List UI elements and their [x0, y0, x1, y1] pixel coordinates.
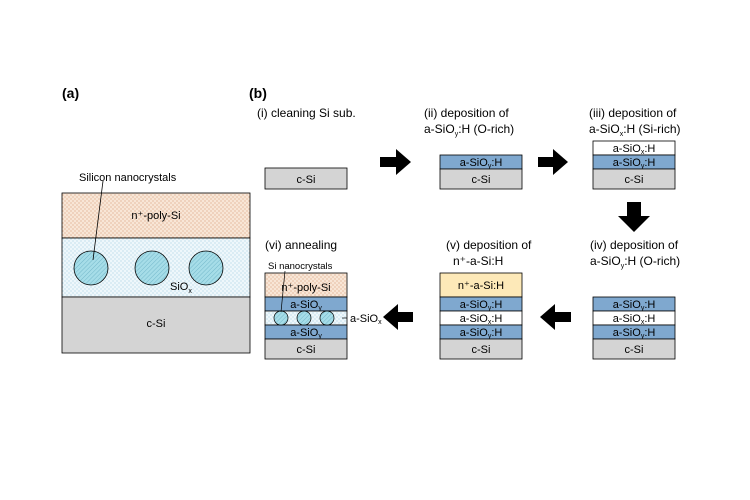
step-ii-siox-y-label: a-SiOy:H: [460, 157, 503, 170]
step-vi-title: (vi) annealing: [265, 238, 337, 252]
step-v-siox-y-bottom-label: a-SiOy:H: [460, 327, 503, 340]
step-iv-title: (iv) deposition of: [590, 238, 679, 252]
panel-a-csi-layer: [61, 296, 251, 354]
step-iv-subtitle: a-SiOy:H (O-rich): [590, 254, 680, 270]
step-vi-npoly: [264, 272, 348, 298]
step-iii-csi: [592, 168, 676, 190]
step-iii-subtitle: a-SiOx:H (Si-rich): [589, 122, 681, 138]
step-vi-csi-label: c-Si: [297, 344, 316, 356]
arrow-left-icon: [540, 304, 571, 330]
step-iv-csi-label: c-Si: [625, 344, 644, 356]
arrow-down-icon: [618, 202, 650, 232]
step-v-siox-x-label: a-SiOx:H: [460, 313, 503, 326]
step-v-subtitle: n⁺-a-Si:H: [453, 254, 503, 268]
step-v-n-asi: [439, 272, 523, 298]
panel-a-nanocrystal: [73, 250, 109, 286]
panel-a-nanocrystal: [134, 250, 170, 286]
step-vi-csi: [264, 338, 348, 360]
step-ii-subtitle: a-SiOy:H (O-rich): [424, 122, 514, 138]
step-iii-title: (iii) deposition of: [589, 106, 677, 120]
step-vi-nanocrystal: [319, 310, 335, 326]
step-vi-nanocrystal: [273, 310, 289, 326]
arrow-left-icon: [383, 304, 413, 330]
step-vi-nanocrystal: [296, 310, 312, 326]
panel-a-callout-line: [92, 180, 104, 261]
step-v-title: (v) deposition of: [446, 238, 532, 252]
step-vi-nc-callout-line: [280, 270, 286, 313]
panel-a-callout: Silicon nanocrystals: [79, 172, 177, 184]
arrow-right-icon: [380, 149, 411, 175]
step-iii-siox-x-label: a-SiOx:H: [613, 143, 656, 156]
panel-a-siox-label: SiOx: [170, 281, 192, 295]
step-i-csi: [264, 167, 348, 190]
step-v-n-asi-label: n⁺-a-Si:H: [458, 280, 504, 292]
panel-a-csi-label: c-Si: [147, 318, 166, 330]
step-v-csi-label: c-Si: [472, 344, 491, 356]
step-vi-siox-y-top-label: a-SiOy: [290, 299, 322, 312]
panel-b-label: (b): [249, 85, 267, 101]
step-i-csi-label: c-Si: [297, 174, 316, 186]
step-iv-siox-y-top-label: a-SiOy:H: [613, 299, 656, 312]
step-vi-nc-label: Si nanocrystals: [268, 261, 333, 272]
step-ii-csi-label: c-Si: [472, 174, 491, 186]
step-v-csi: [439, 338, 523, 360]
panel-a-npoly-layer: [61, 192, 251, 239]
step-vi-side-label: a-SiOx: [350, 313, 382, 326]
step-iv-siox-x-label: a-SiOx:H: [613, 313, 656, 326]
step-iii-siox-y-label: a-SiOy:H: [613, 157, 656, 170]
step-v-siox-y-top-label: a-SiOy:H: [460, 299, 503, 312]
panel-a-nanocrystal: [188, 250, 224, 286]
step-ii-csi: [439, 168, 523, 190]
step-vi-npoly-label: n⁺-poly-Si: [281, 282, 330, 294]
step-iv-csi: [592, 338, 676, 360]
panel-a-npoly-label: n⁺-poly-Si: [131, 210, 180, 222]
step-iii-csi-label: c-Si: [625, 174, 644, 186]
step-vi-siox-y-bottom-label: a-SiOy: [290, 327, 322, 340]
arrow-right-icon: [538, 149, 568, 175]
step-i-title: (i) cleaning Si sub.: [257, 106, 356, 120]
step-iv-siox-y-bottom-label: a-SiOy:H: [613, 327, 656, 340]
panel-a: (a) Silicon nanocrystals n⁺-poly-Si SiOx…: [61, 85, 251, 354]
panel-a-label: (a): [62, 85, 79, 101]
panel-b: (b) (i) cleaning Si sub. c-Si (ii) depos…: [249, 85, 681, 360]
step-ii-title: (ii) deposition of: [424, 106, 509, 120]
